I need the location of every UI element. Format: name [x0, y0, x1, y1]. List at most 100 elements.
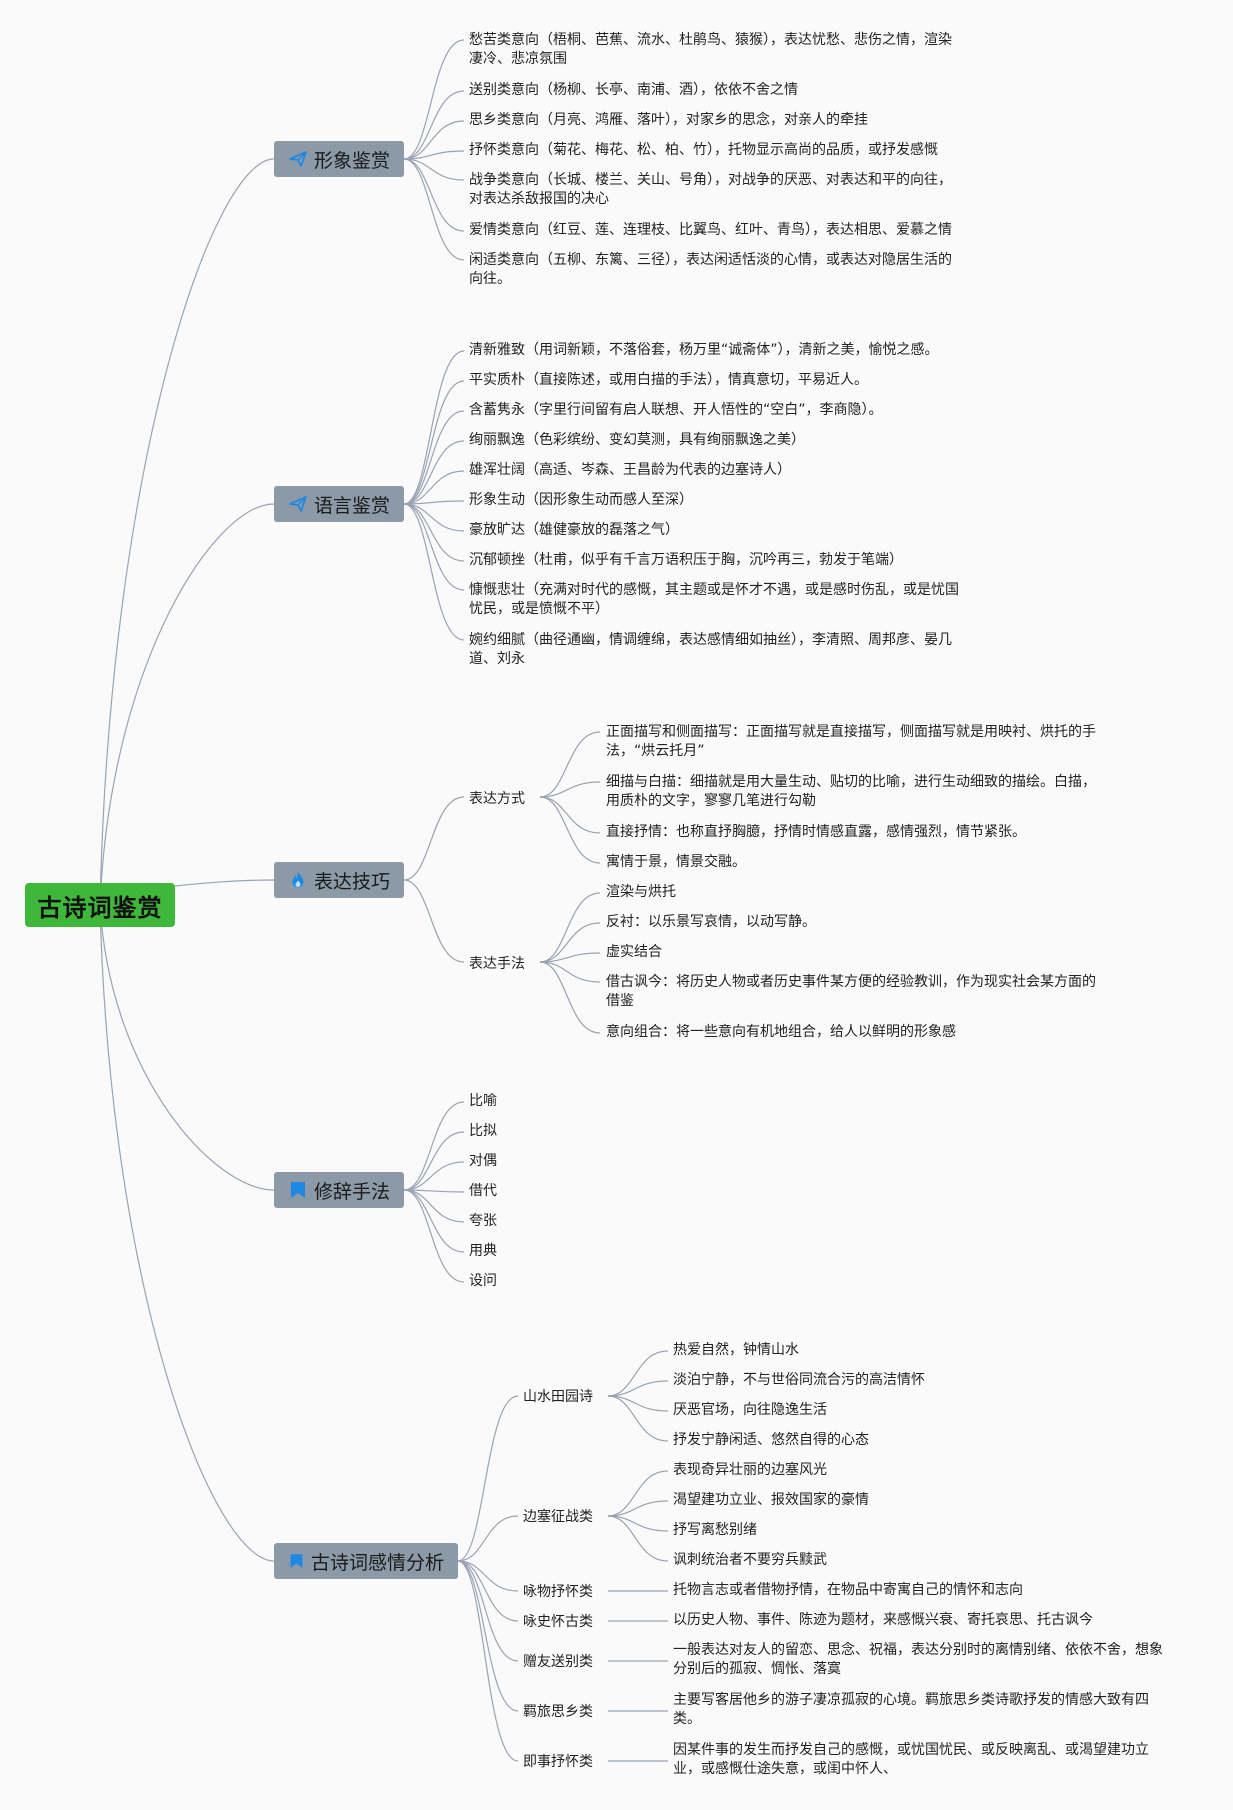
leaf-item[interactable]: 思乡类意向（月亮、鸿雁、落叶），对家乡的思念，对亲人的牵挂	[469, 112, 868, 128]
leaf-item[interactable]: 一般表达对友人的留恋、思念、祝福，表达分别时的离情别绪、依依不舍，想象分别后的孤…	[673, 1642, 1163, 1677]
connector-line	[403, 350, 465, 505]
sub-branch-shanshui[interactable]: 山水田园诗	[523, 1389, 593, 1405]
branch-biaoda[interactable]: 表达技巧	[274, 862, 404, 898]
connector-line	[539, 922, 601, 963]
sub-branch-yongwu[interactable]: 咏物抒怀类	[523, 1584, 593, 1600]
leaf-item[interactable]: 平实质朴（直接陈述，或用白描的手法），情真意切，平易近人。	[469, 372, 868, 388]
leaf-item[interactable]: 热爱自然，钟情山水	[673, 1342, 799, 1358]
paper-plane-icon	[289, 151, 307, 167]
leaf-item[interactable]: 设问	[469, 1273, 497, 1289]
connector-line	[403, 1189, 465, 1223]
leaf-item[interactable]: 细描与白描：细描就是用大量生动、贴切的比喻，进行生动细致的描绘。白描，用质朴的文…	[606, 774, 1096, 809]
connector-line	[403, 796, 465, 881]
leaf-item[interactable]: 比拟	[469, 1123, 497, 1139]
connector-line	[403, 470, 465, 505]
leaf-item[interactable]: 抒写离愁别绪	[673, 1522, 757, 1538]
flame-icon	[292, 871, 304, 888]
connector-line	[539, 731, 601, 798]
root-node[interactable]: 古诗词鉴赏	[25, 883, 175, 927]
branch-yuyan[interactable]: 语言鉴赏	[274, 486, 404, 522]
connector-line	[403, 1189, 465, 1283]
connector-line	[539, 796, 601, 834]
connector-line	[403, 1161, 465, 1191]
leaf-item[interactable]: 反衬：以乐景写哀情，以动写静。	[606, 914, 816, 930]
connector-line	[403, 120, 465, 160]
leaf-item[interactable]: 讽刺统治者不要穷兵黩武	[673, 1552, 827, 1568]
leaf-item[interactable]: 借古讽今：将历史人物或者历史事件某方便的经验教训，作为现实社会某方面的借鉴	[606, 974, 1096, 1009]
leaf-item[interactable]: 用典	[469, 1243, 497, 1259]
leaf-item[interactable]: 借代	[469, 1183, 497, 1199]
branch-xiuci[interactable]: 修辞手法	[274, 1172, 404, 1208]
leaf-item[interactable]: 渴望建功立业、报效国家的豪情	[673, 1492, 869, 1508]
connector-line	[403, 1189, 465, 1253]
connector-line	[607, 1515, 669, 1562]
connector-line	[539, 952, 601, 963]
leaf-item[interactable]: 表现奇异壮丽的边塞风光	[673, 1462, 827, 1478]
connector-line	[539, 796, 601, 864]
leaf-item[interactable]: 夸张	[469, 1213, 497, 1229]
leaf-item[interactable]: 寓情于景，情景交融。	[606, 854, 746, 870]
connector-line	[403, 440, 465, 505]
leaf-item[interactable]: 比喻	[469, 1093, 497, 1109]
connector-line	[457, 1560, 519, 1622]
branch-xingxiang[interactable]: 形象鉴赏	[274, 141, 404, 177]
leaf-item[interactable]: 抒怀类意向（菊花、梅花、松、柏、竹），托物显示高尚的品质，或抒发感慨	[469, 142, 938, 158]
connector-line	[457, 1395, 519, 1562]
connector-line	[403, 503, 465, 532]
leaf-item[interactable]: 因某件事的发生而抒发自己的感慨，或忧国忧民、或反映离乱、或渴望建功立业，或感慨仕…	[673, 1742, 1149, 1777]
leaf-item[interactable]: 直接抒情：也称直抒胸臆，抒情时情感直露，感情强烈，情节紧张。	[606, 824, 1026, 840]
paper-plane-icon	[289, 496, 307, 512]
leaf-item[interactable]: 以历史人物、事件、陈迹为题材，来感慨兴衰、寄托哀思、托古讽今	[673, 1612, 1093, 1628]
sub-branch-jishi[interactable]: 即事抒怀类	[523, 1754, 593, 1770]
connector-line	[403, 90, 465, 160]
leaf-item[interactable]: 送别类意向（杨柳、长亭、南浦、酒），依依不舍之情	[469, 82, 798, 98]
leaf-item[interactable]: 主要写客居他乡的游子凄凉孤寂的心境。羁旅思乡类诗歌抒发的情感大致有四类。	[673, 1692, 1149, 1727]
connector-line	[607, 1500, 669, 1517]
leaf-item[interactable]: 厌恶官场，向往隐逸生活	[673, 1402, 827, 1418]
leaf-item[interactable]: 对偶	[469, 1153, 497, 1169]
leaf-item[interactable]: 爱情类意向（红豆、莲、连理枝、比翼鸟、红叶、青鸟），表达相思、爱慕之情	[469, 222, 952, 238]
sub-branch-biansai[interactable]: 边塞征战类	[523, 1509, 593, 1525]
leaf-item[interactable]: 豪放旷达（雄健豪放的磊落之气）	[469, 522, 679, 538]
leaf-item[interactable]: 清新雅致（用词新颖，不落俗套，杨万里“诚斋体”），清新之美，愉悦之感。	[469, 342, 939, 358]
leaf-item[interactable]: 意向组合：将一些意向有机地组合，给人以鲜明的形象感	[606, 1024, 956, 1040]
leaf-item[interactable]: 淡泊宁静，不与世俗同流合污的高洁情怀	[673, 1372, 925, 1388]
connector-line	[457, 1560, 519, 1762]
sub-branch-zengyou[interactable]: 赠友送别类	[523, 1654, 593, 1670]
leaf-item[interactable]: 形象生动（因形象生动而感人至深）	[469, 492, 693, 508]
leaf-item[interactable]: 闲适类意向（五柳、东篱、三径），表达闲适恬淡的心情，或表达对隐居生活的向往。	[469, 252, 952, 287]
flag-icon	[290, 1554, 303, 1568]
sub-branch-biaoda-fangshi[interactable]: 表达方式	[469, 791, 525, 807]
leaf-item[interactable]: 战争类意向（长城、楼兰、关山、号角），对战争的厌恶、对表达和平的向往，对表达杀敌…	[469, 172, 952, 207]
connector-line	[403, 39, 465, 160]
branch-label: 形象鉴赏	[313, 149, 390, 172]
branch-label: 表达技巧	[313, 870, 390, 893]
leaf-item[interactable]: 渲染与烘托	[606, 884, 676, 900]
sub-branch-jilv[interactable]: 羁旅思乡类	[523, 1704, 593, 1720]
leaf-item[interactable]: 托物言志或者借物抒情，在物品中寄寓自己的情怀和志向	[673, 1582, 1023, 1598]
leaf-item[interactable]: 愁苦类意向（梧桐、芭蕉、流水、杜鹃鸟、猿猴），表达忧愁、悲伤之情，渲染凄冷、悲凉…	[469, 32, 952, 67]
connector-line	[403, 1131, 465, 1191]
leaf-item[interactable]: 绚丽飘逸（色彩缤纷、变幻莫测，具有绚丽飘逸之美）	[469, 432, 805, 448]
connector-line	[607, 1395, 669, 1442]
leaf-item[interactable]: 婉约细腻（曲径通幽，情调缠绵，表达感情细如抽丝），李清照、周邦彦、晏几道、刘永	[469, 632, 952, 667]
leaf-item[interactable]: 抒发宁静闲适、悠然自得的心态	[673, 1432, 869, 1448]
connector-line	[607, 1470, 669, 1517]
branch-qinggan[interactable]: 古诗词感情分析	[274, 1543, 458, 1579]
leaf-item[interactable]: 雄浑壮阔（高适、岑森、王昌龄为代表的边塞诗人）	[469, 462, 791, 478]
connector-line	[539, 961, 601, 1034]
leaf-item[interactable]: 虚实结合	[606, 944, 662, 960]
connector-line	[457, 1560, 519, 1712]
flag-icon	[290, 1182, 305, 1198]
leaf-item[interactable]: 慷慨悲壮（充满对时代的感慨，其主题或是怀才不遇，或是感时伤乱，或是忧国忧民，或是…	[469, 582, 959, 617]
sub-branch-biaoda-shoufa[interactable]: 表达手法	[469, 956, 525, 972]
leaf-item[interactable]: 沉郁顿挫（杜甫，似乎有千言万语积压于胸，沉吟再三，勃发于笔端）	[469, 552, 903, 568]
leaf-item[interactable]: 含蓄隽永（字里行间留有启人联想、开人悟性的“空白”，李商隐）。	[469, 402, 883, 418]
connector-line	[539, 781, 601, 798]
connector-line	[607, 1395, 669, 1412]
connector-line	[99, 503, 275, 906]
sub-branch-yongshi[interactable]: 咏史怀古类	[523, 1614, 593, 1630]
leaf-item[interactable]: 正面描写和侧面描写：正面描写就是直接描写，侧面描写就是用映衬、烘托的手法，“烘云…	[606, 724, 1096, 759]
